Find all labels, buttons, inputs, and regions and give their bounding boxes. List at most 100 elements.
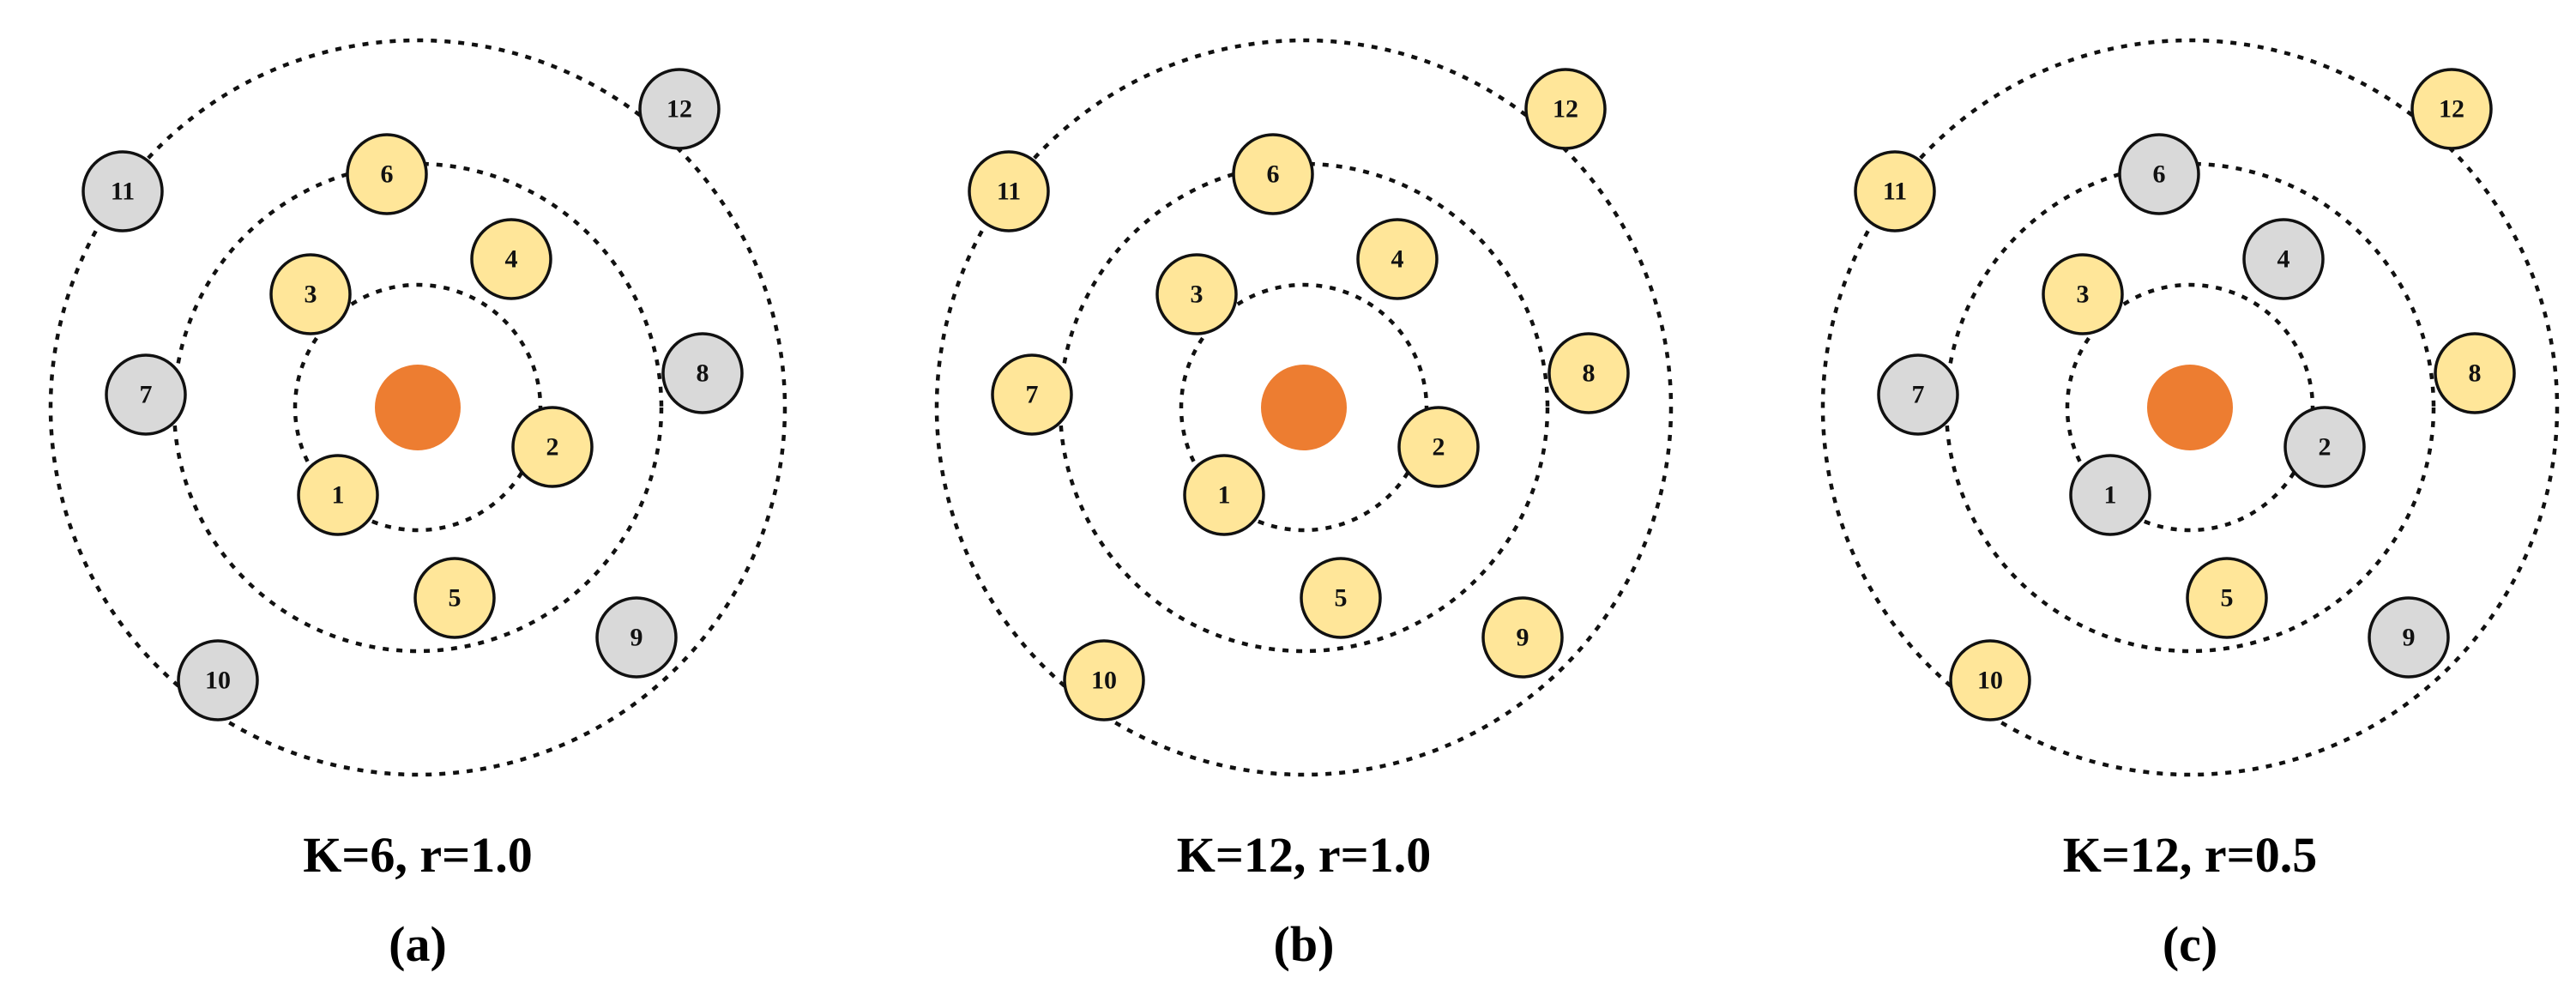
node-label: 11 xyxy=(111,178,135,206)
node-10: 10 xyxy=(177,639,259,721)
node-label: 8 xyxy=(1583,359,1596,388)
node-label: 5 xyxy=(1335,584,1348,613)
node-label: 9 xyxy=(2403,624,2416,652)
unselected-node-circle xyxy=(2118,133,2200,215)
selected-node-circle xyxy=(1524,68,1607,150)
selected-node-circle xyxy=(2186,557,2268,639)
node-label: 7 xyxy=(1912,381,1925,409)
node-9: 9 xyxy=(1481,596,1564,679)
node-1: 1 xyxy=(1183,454,1265,536)
unselected-node-circle xyxy=(2368,596,2450,679)
node-9: 9 xyxy=(2368,596,2450,679)
node-9: 9 xyxy=(595,596,678,679)
panel-letter: (b) xyxy=(1274,916,1335,972)
node-4: 4 xyxy=(470,218,552,300)
selected-node-circle xyxy=(2434,332,2516,414)
selected-node-circle xyxy=(968,150,1050,232)
node-label: 4 xyxy=(505,245,518,274)
selected-node-circle xyxy=(991,353,1073,436)
selected-node-circle xyxy=(511,406,594,488)
node-label: 7 xyxy=(140,381,153,409)
panel-letter: (c) xyxy=(2163,916,2217,972)
node-label: 3 xyxy=(305,281,317,309)
node-label: 3 xyxy=(1191,281,1204,309)
dashed-ring-1 xyxy=(1179,282,1429,533)
node-label: 6 xyxy=(381,160,394,189)
node-10: 10 xyxy=(1949,639,2031,721)
unselected-node-circle xyxy=(2283,406,2366,488)
node-7: 7 xyxy=(991,353,1073,436)
node-5: 5 xyxy=(413,557,496,639)
node-11: 11 xyxy=(81,150,164,232)
node-12: 12 xyxy=(1524,68,1607,150)
node-label: 11 xyxy=(1883,178,1907,206)
node-4: 4 xyxy=(1356,218,1439,300)
node-6: 6 xyxy=(1232,133,1314,215)
node-label: 2 xyxy=(546,433,559,462)
node-label: 12 xyxy=(667,95,692,124)
node-5: 5 xyxy=(2186,557,2268,639)
selected-node-circle xyxy=(297,454,379,536)
selected-node-circle xyxy=(2042,253,2124,335)
node-3: 3 xyxy=(269,253,352,335)
node-6: 6 xyxy=(346,133,428,215)
selected-node-circle xyxy=(1063,639,1145,721)
panel-caption: K=12, r=1.0 xyxy=(1177,827,1431,883)
node-label: 10 xyxy=(1977,667,2003,695)
dashed-ring-3 xyxy=(934,38,1674,777)
selected-node-circle xyxy=(470,218,552,300)
selected-node-circle xyxy=(1155,253,1238,335)
unselected-node-circle xyxy=(81,150,164,232)
node-label: 5 xyxy=(449,584,462,613)
panel-caption: K=6, r=1.0 xyxy=(303,827,532,883)
unselected-node-circle xyxy=(595,596,678,679)
node-6: 6 xyxy=(2118,133,2200,215)
node-8: 8 xyxy=(661,332,744,414)
node-label: 8 xyxy=(697,359,709,388)
dashed-ring-2 xyxy=(1058,161,1550,654)
center-node xyxy=(1261,365,1347,450)
node-label: 5 xyxy=(2221,584,2234,613)
selected-node-circle xyxy=(269,253,352,335)
center-node xyxy=(2147,365,2233,450)
node-3: 3 xyxy=(2042,253,2124,335)
unselected-node-circle xyxy=(177,639,259,721)
dashed-ring-3 xyxy=(48,38,787,777)
dashed-ring-1 xyxy=(2065,282,2315,533)
dashed-ring-2 xyxy=(1944,161,2436,654)
node-12: 12 xyxy=(2410,68,2493,150)
node-label: 4 xyxy=(2277,245,2290,274)
dashed-ring-1 xyxy=(293,282,543,533)
unselected-node-circle xyxy=(105,353,187,436)
node-label: 12 xyxy=(1553,95,1578,124)
panel-caption: K=12, r=0.5 xyxy=(2063,827,2317,883)
dashed-ring-2 xyxy=(172,161,664,654)
node-label: 10 xyxy=(205,667,231,695)
selected-node-circle xyxy=(2410,68,2493,150)
unselected-node-circle xyxy=(2242,218,2325,300)
node-label: 2 xyxy=(2319,433,2332,462)
node-2: 2 xyxy=(511,406,594,488)
selected-node-circle xyxy=(1356,218,1439,300)
node-label: 7 xyxy=(1026,381,1039,409)
panel-letter: (a) xyxy=(389,916,447,972)
node-label: 12 xyxy=(2439,95,2464,124)
node-label: 9 xyxy=(630,624,643,652)
node-label: 6 xyxy=(2153,160,2166,189)
selected-node-circle xyxy=(1232,133,1314,215)
selected-node-circle xyxy=(1397,406,1480,488)
dashed-ring-3 xyxy=(1820,38,2560,777)
node-12: 12 xyxy=(638,68,721,150)
node-label: 8 xyxy=(2469,359,2482,388)
node-label: 11 xyxy=(997,178,1021,206)
node-7: 7 xyxy=(105,353,187,436)
node-label: 4 xyxy=(1391,245,1404,274)
node-label: 3 xyxy=(2077,281,2090,309)
node-label: 9 xyxy=(1517,624,1529,652)
node-1: 1 xyxy=(2069,454,2151,536)
node-7: 7 xyxy=(1877,353,1959,436)
selected-node-circle xyxy=(1854,150,1936,232)
